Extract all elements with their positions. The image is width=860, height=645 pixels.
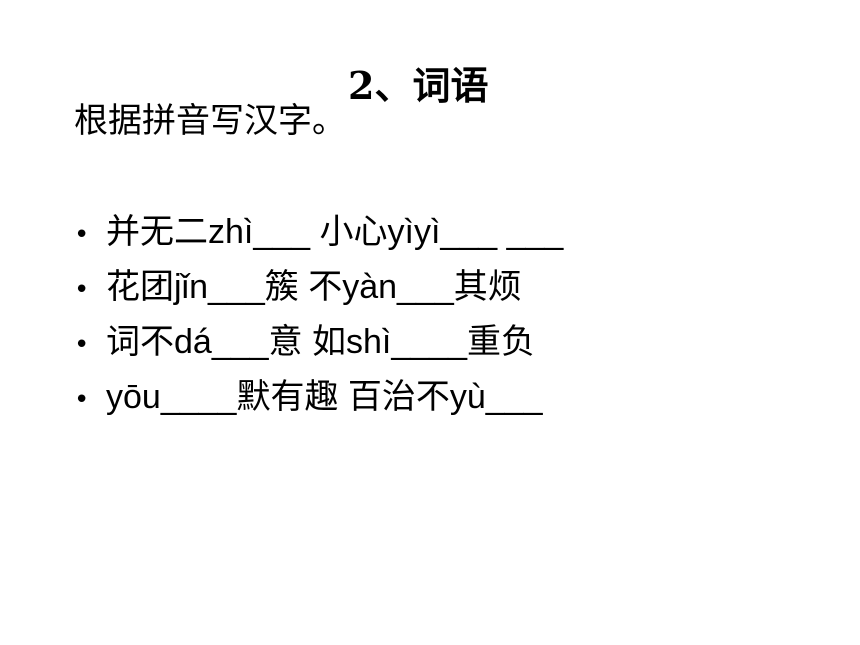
bullet-icon: • bbox=[74, 330, 90, 360]
bullet-icon: • bbox=[74, 220, 90, 250]
list-item: • 花团jǐn___簇 不yàn___其烦 bbox=[74, 261, 563, 316]
exercise-text: 并无二zhì___ 小心yìyì___ ___ bbox=[106, 213, 564, 251]
list-item: • 并无二zhì___ 小心yìyì___ ___ bbox=[74, 206, 563, 261]
bullet-icon: • bbox=[74, 385, 90, 415]
slide-title: 2、词语 bbox=[348, 63, 489, 108]
list-item: • 词不dá___意 如shì____重负 bbox=[74, 316, 563, 371]
exercise-list: • 并无二zhì___ 小心yìyì___ ___ • 花团jǐn___簇 不y… bbox=[74, 206, 563, 426]
exercise-text: yōu____默有趣 百治不yù___ bbox=[106, 378, 543, 416]
instruction-text: 根据拼音写汉字。 bbox=[74, 101, 346, 141]
list-item: • yōu____默有趣 百治不yù___ bbox=[74, 371, 563, 426]
exercise-text: 花团jǐn___簇 不yàn___其烦 bbox=[106, 268, 522, 306]
exercise-text: 词不dá___意 如shì____重负 bbox=[106, 323, 535, 361]
bullet-icon: • bbox=[74, 275, 90, 305]
